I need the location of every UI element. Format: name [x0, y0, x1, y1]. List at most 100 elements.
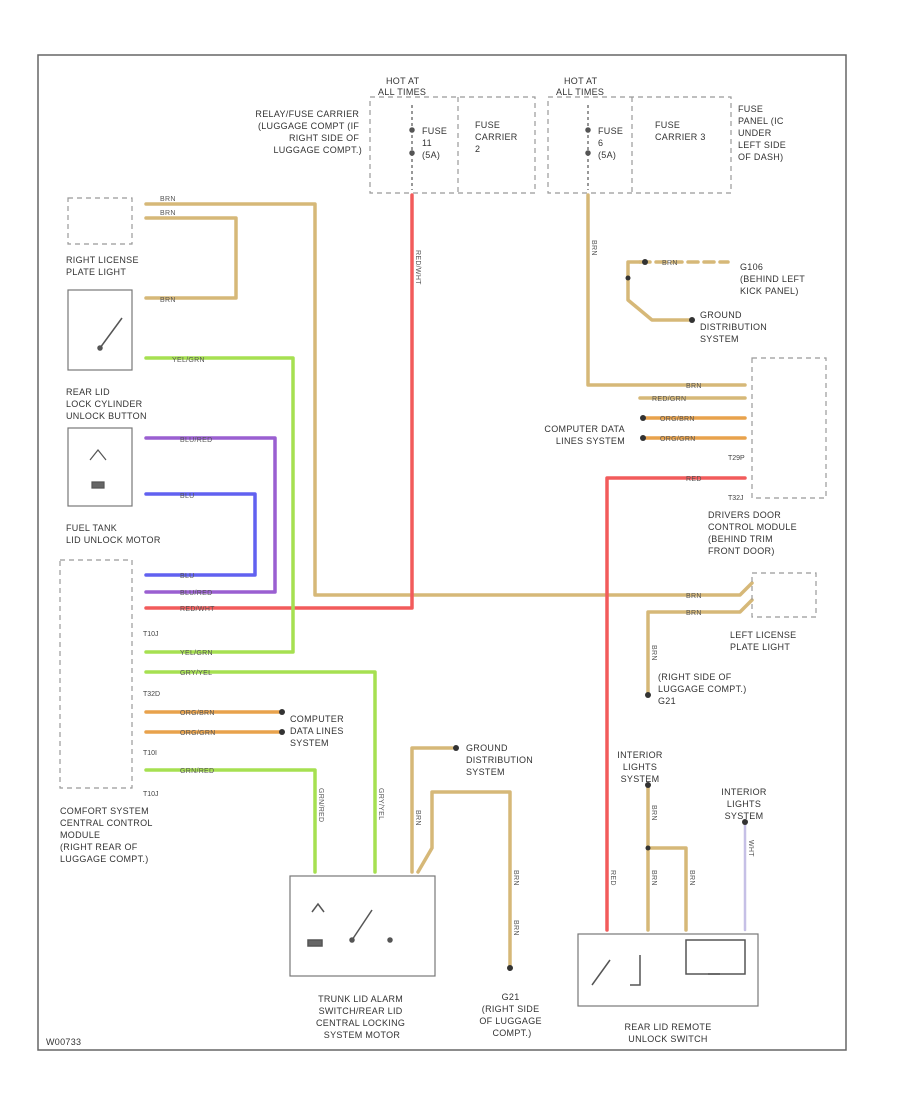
trunk-switch-label: TRUNK LID ALARM SWITCH/REAR LID CENTRAL …: [316, 994, 408, 1040]
wire-label-blu-2: BLU: [180, 573, 195, 580]
wire-label-brn-v-g21a: BRN: [512, 870, 519, 886]
computer-data-1-dot-a: [279, 709, 285, 715]
kick-panel-dot: [642, 259, 648, 265]
wire-brn-kick: [626, 260, 642, 280]
wire-label-org-brn-2: ORG/BRN: [660, 416, 695, 423]
rear-lid-remote-switch-box: [577, 933, 759, 1007]
wire-label-brn-v-trunk: BRN: [414, 810, 421, 826]
wire-blu-red: [144, 436, 277, 594]
wire-yel-grn: [144, 356, 295, 654]
trunk-switch-contact: [351, 909, 373, 941]
computer-data-2-dot-a: [640, 415, 646, 421]
splice-dot-kick: [625, 275, 631, 281]
wire-gry-yel: [144, 670, 377, 874]
wire-brn-interior-2: [646, 846, 688, 932]
wire-label-blu-red-1: BLU/RED: [180, 437, 212, 444]
wire-label-brn-3: BRN: [160, 297, 176, 304]
wire-label-org-grn-2: ORG/GRN: [660, 436, 696, 443]
wire-label-brn-v-g21b: BRN: [512, 920, 519, 936]
wire-label-gry-yel: GRY/YEL: [180, 670, 212, 677]
wire-label-yel-grn-2: YEL/GRN: [180, 650, 213, 657]
wire-brn-g21: [416, 790, 512, 967]
wire-brn-left-plate: [646, 598, 754, 697]
wire-label-brn-v-int3: BRN: [688, 870, 695, 886]
wire-label-blu-1: BLU: [180, 493, 195, 500]
wire-label-red: RED: [686, 476, 702, 483]
drivers-door-module-box: [751, 357, 827, 499]
unlock-button-symbol: [89, 449, 107, 461]
fuse-11-top-terminal: [409, 127, 415, 133]
wire-label-brn-1: BRN: [160, 196, 176, 203]
fuse-carrier-2-box: [369, 96, 536, 194]
lock-cylinder-switch-symbol: [99, 317, 123, 349]
g21-label: G21 (RIGHT SIDE OF LUGGAGE COMPT.): [479, 992, 544, 1038]
interior-lights-2-dot: [742, 819, 748, 825]
wire-label-brn-v-left: BRN: [650, 645, 657, 661]
splice-dot-interior: [645, 845, 651, 851]
wire-brn-ground1: [410, 746, 454, 874]
wire-label-brn-7: BRN: [686, 610, 702, 617]
wire-label-red-grn: RED/GRN: [652, 396, 686, 403]
ground-g21-dot: [507, 965, 513, 971]
computer-data-1-dot-b: [279, 729, 285, 735]
fuse-6-bottom-terminal: [585, 150, 591, 156]
connector-t29p: T29P: [728, 455, 745, 462]
connector-t10i-1: T10I: [143, 750, 157, 757]
wire-label-wht-v: WHT: [747, 840, 754, 857]
rear-remote-switch-contact: [591, 959, 611, 986]
comfort-module-box: [59, 559, 133, 789]
wire-label-grn-red-v: GRN/RED: [317, 788, 324, 822]
wire-label-org-grn-1: ORG/GRN: [180, 730, 216, 737]
wire-label-red-v: RED: [609, 870, 616, 886]
wire-label-blu-red-2: BLU/RED: [180, 590, 212, 597]
ground-g21-left-plate-dot: [645, 692, 651, 698]
wire-red-wht: [144, 193, 414, 610]
wire-label-brn-v-int1: BRN: [650, 805, 657, 821]
wire-blu: [144, 492, 257, 577]
wire-label-org-brn-1: ORG/BRN: [180, 710, 215, 717]
lock-cylinder-unlock-button-box: [67, 427, 133, 507]
ground-2-arrow-dot: [689, 317, 695, 323]
right-license-plate-light-box: [67, 197, 133, 245]
wire-brn-ground2: [626, 276, 692, 322]
wire-brn-loop: [144, 216, 238, 300]
wire-label-red-wht: RED/WHT: [180, 606, 215, 613]
fuse-panel-label: FUSE PANEL (IC UNDER LEFT SIDE OF DASH): [738, 104, 789, 162]
wire-label-red-wht-v: RED/WHT: [414, 250, 421, 285]
wire-label-yel-grn-1: YEL/GRN: [172, 357, 205, 364]
wire-brn-main: [144, 202, 754, 597]
connector-t32j: T32J: [728, 495, 744, 502]
wire-grn-red: [144, 768, 317, 874]
connector-t10j-2: T10J: [143, 791, 159, 798]
ground-1-arrow-dot: [453, 745, 459, 751]
diagram-frame: [37, 54, 847, 1051]
wire-label-brn-v-fuse6: BRN: [590, 240, 597, 256]
wire-label-brn-4: BRN: [662, 260, 678, 267]
wire-label-gry-yel-v: GRY/YEL: [377, 788, 384, 820]
wire-label-brn-v-int2: BRN: [650, 870, 657, 886]
relay-fuse-carrier-label: RELAY/FUSE CARRIER (LUGGAGE COMPT (IF RI…: [255, 109, 362, 155]
comfort-module-label: COMFORT SYSTEM CENTRAL CONTROL MODULE (R…: [60, 806, 155, 864]
computer-data-2-dot-b: [640, 435, 646, 441]
connector-t10j-1: T10J: [143, 631, 159, 638]
wire-label-grn-red: GRN/RED: [180, 768, 214, 775]
wire-label-brn-2: BRN: [160, 210, 176, 217]
